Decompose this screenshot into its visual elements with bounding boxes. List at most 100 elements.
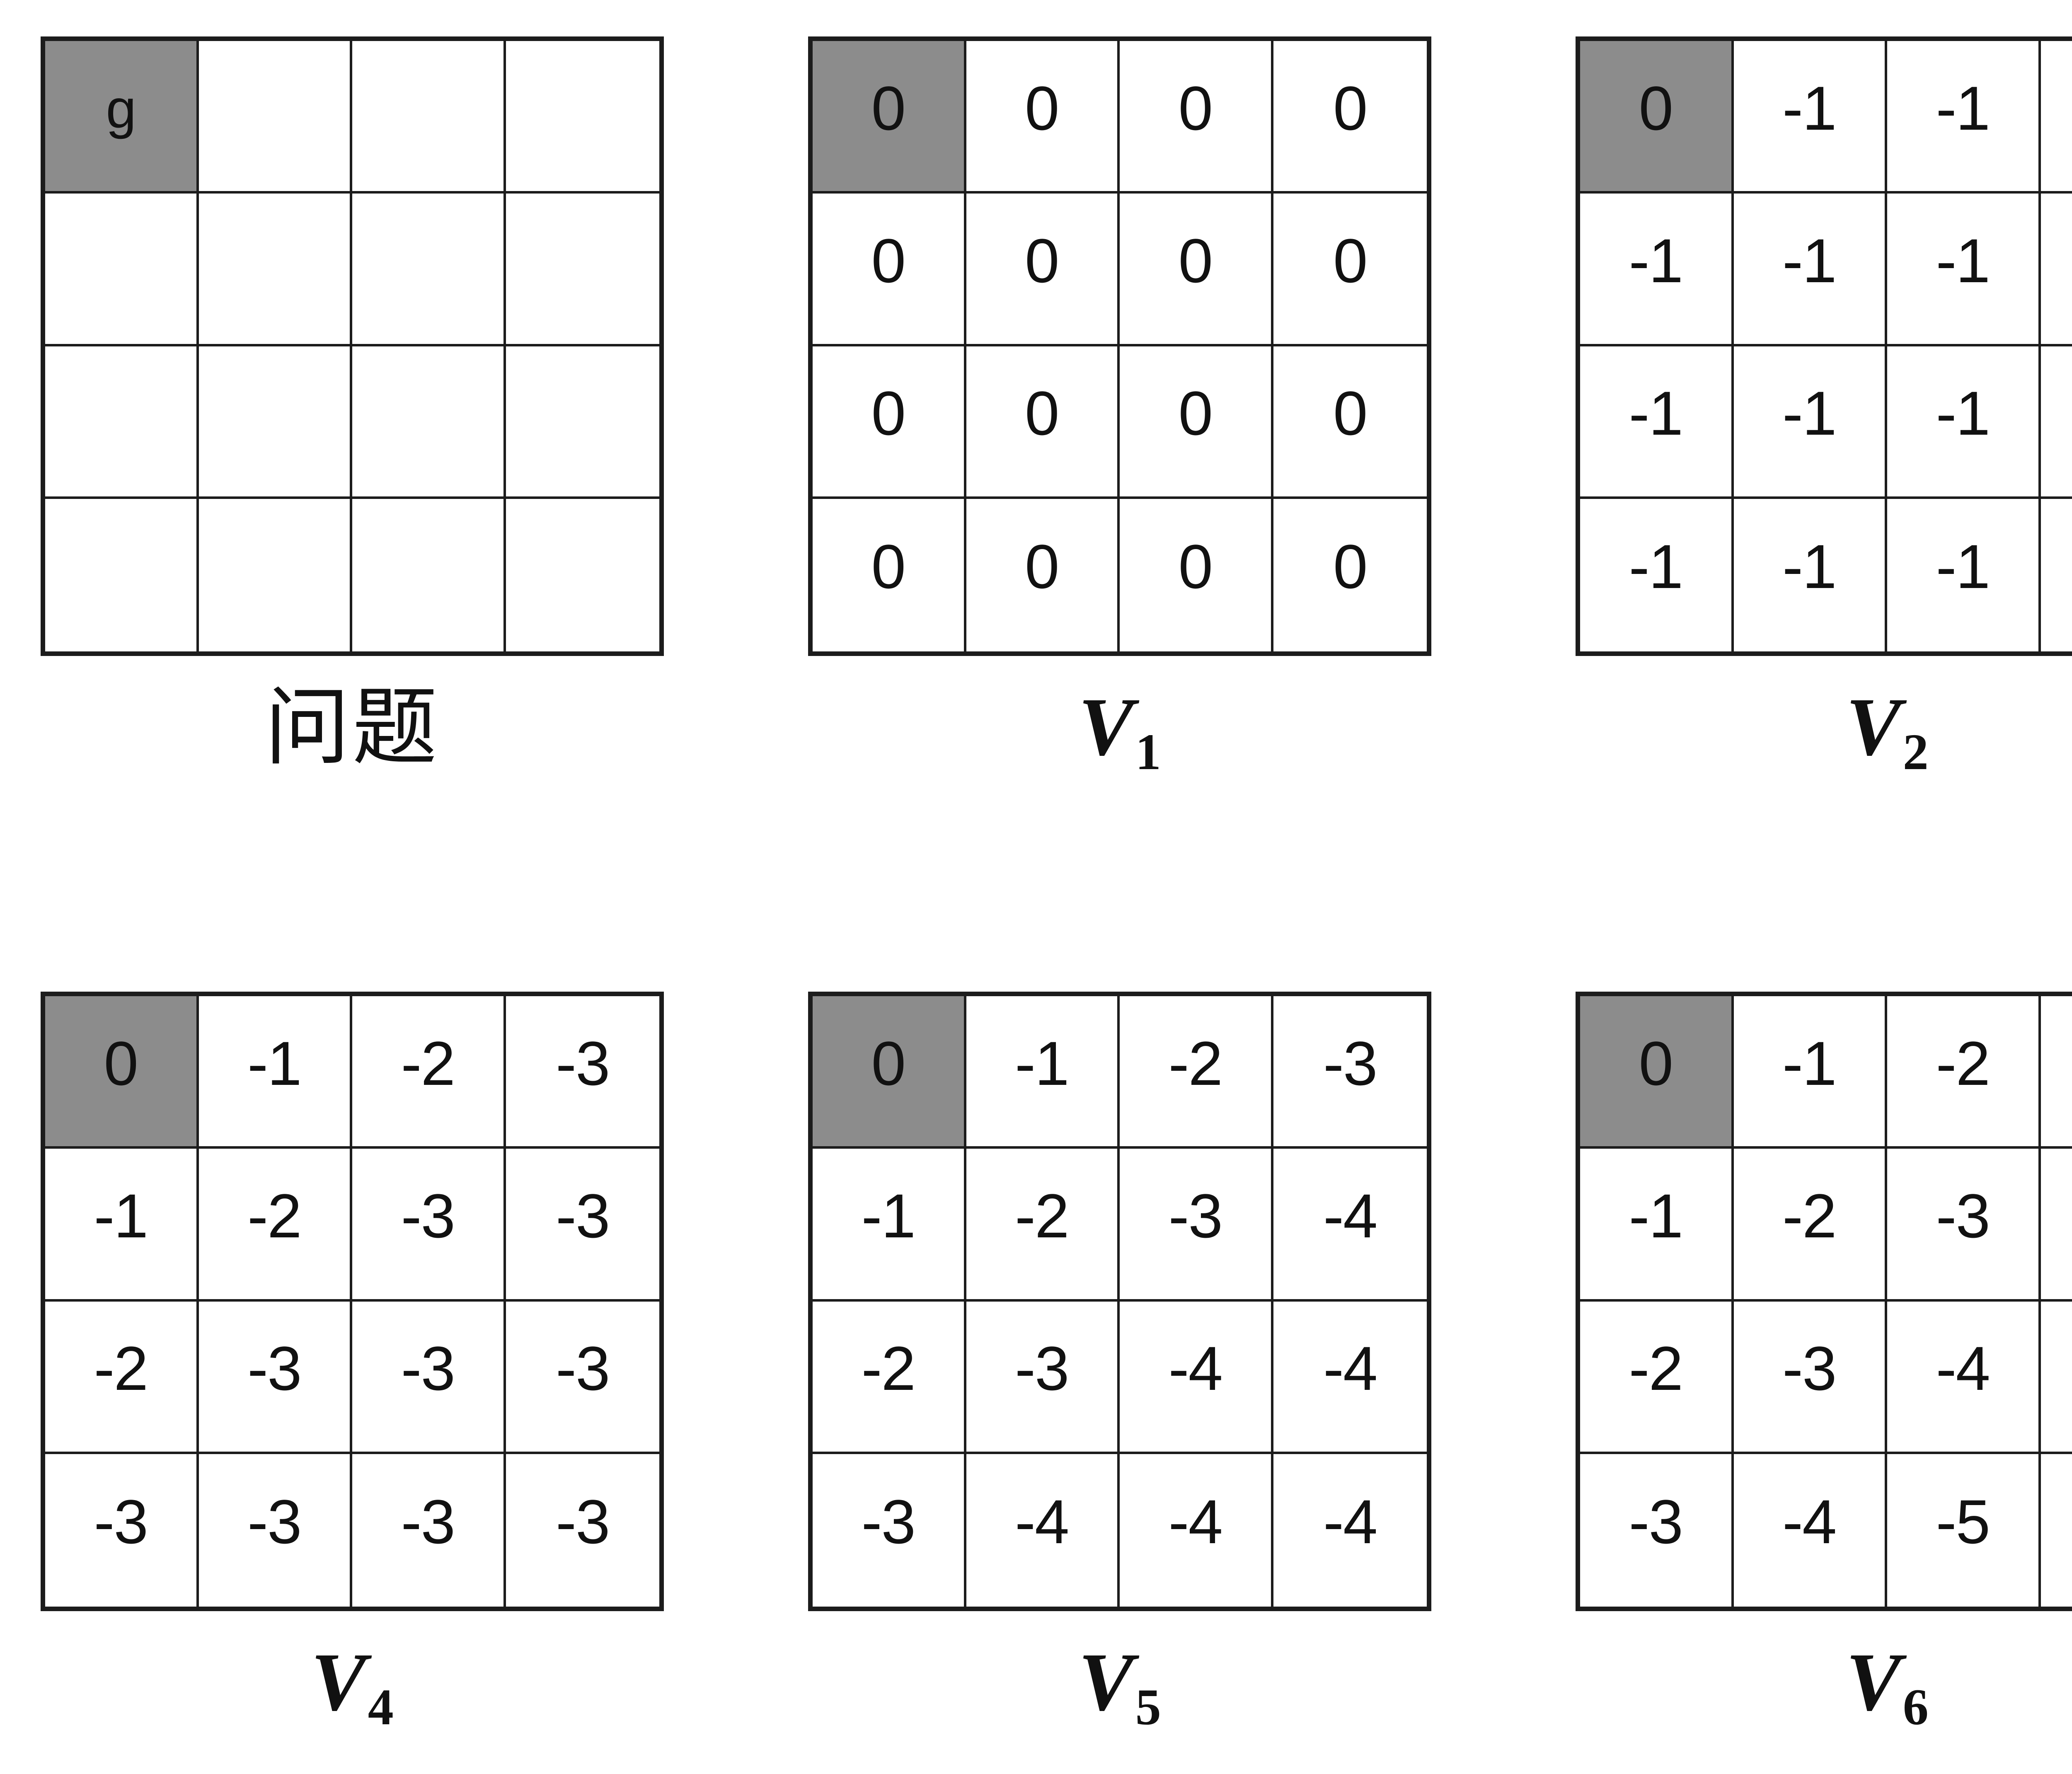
panel-caption: 问题	[265, 681, 440, 775]
value-grid: 0-1-2-3-1-2-3-4-2-3-4-4-3-4-4-4	[808, 992, 1431, 1611]
grid-panel-7: 0-1-2-3-1-2-3-4-2-3-4-5-3-4-5-5V6	[1576, 992, 2072, 1733]
grid-cell: -3	[506, 996, 659, 1149]
grid-cell	[506, 346, 659, 499]
grid-cell: -3	[2041, 996, 2072, 1149]
grid-cell: -1	[1887, 346, 2041, 499]
cell-value: -4	[1168, 1487, 1223, 1557]
caption-symbol: V	[1078, 681, 1134, 773]
cell-value: 0	[1178, 226, 1213, 296]
grid-cell: -4	[1887, 1301, 2041, 1454]
grid-cell	[506, 194, 659, 346]
grid-cell: -1	[1733, 41, 1887, 194]
cell-value: -3	[94, 1487, 148, 1557]
cell-value: -5	[1936, 1487, 1990, 1557]
grid-cell	[352, 499, 506, 651]
cell-value: -3	[2041, 1032, 2072, 1094]
cell-value: -2	[401, 1028, 455, 1098]
grid-cell: -1	[1733, 194, 1887, 346]
cell-value: -2	[1782, 1181, 1837, 1251]
cell-value: -1	[1936, 226, 1990, 296]
grid-cell: -4	[1733, 1454, 1887, 1607]
grid-cell: 0	[1120, 41, 1273, 194]
grid-cell: -1	[45, 1149, 199, 1302]
grid-cell: 0	[45, 996, 199, 1149]
grid-cell	[45, 194, 199, 346]
caption-symbol: V	[311, 1636, 366, 1728]
cell-value: -1	[2041, 382, 2072, 444]
caption-symbol: V	[1078, 1636, 1134, 1728]
grid-cell: 0	[966, 41, 1120, 194]
grid-cell: -4	[966, 1454, 1120, 1607]
grid-cell: -2	[1733, 1149, 1887, 1302]
cell-value: -1	[1629, 532, 1683, 602]
cell-value: -1	[1782, 226, 1837, 296]
cell-value: -1	[1782, 532, 1837, 602]
cell-value: 0	[871, 73, 906, 143]
grid-cell: -2	[966, 1149, 1120, 1302]
panel-caption: V6	[1576, 1641, 2072, 1733]
cell-value: -3	[247, 1334, 302, 1404]
cell-value: 0	[1025, 73, 1059, 143]
grid-cell: -1	[1580, 346, 1734, 499]
grid-cell: -3	[198, 1301, 352, 1454]
caption-subscript: 1	[1135, 723, 1161, 780]
cell-value: -3	[247, 1487, 302, 1557]
grid-cell: -1	[2041, 194, 2072, 346]
cell-value: 0	[1025, 532, 1059, 602]
grid-cell: -4	[1273, 1454, 1427, 1607]
cell-value: -3	[556, 1487, 610, 1557]
grid-cell: -3	[352, 1149, 506, 1302]
cell-value: -1	[1936, 532, 1990, 602]
cell-value: -2	[94, 1334, 148, 1404]
cell-value: -1	[1936, 378, 1990, 448]
grid-cell: 0	[966, 346, 1120, 499]
cell-value: -5	[2041, 1491, 2072, 1553]
cell-value: 0	[1333, 532, 1368, 602]
cell-value: -2	[1629, 1334, 1683, 1404]
value-grid: 0 -1 -2 -3 -1 -2 -3 -3 -2 -3 -3 -3 -3 -3 -3 -3	[41, 992, 664, 1611]
caption-subscript: 4	[368, 1678, 394, 1735]
grid-cell: 0	[966, 194, 1120, 346]
cell-value: -4	[1323, 1181, 1377, 1251]
grid-cell: -3	[352, 1454, 506, 1607]
grid-cell: 0	[1273, 499, 1427, 651]
grid-cell: -1	[1580, 499, 1734, 651]
grid-cell: 0	[1580, 41, 1734, 194]
cell-value: -2	[247, 1181, 302, 1251]
grid-cell: -3	[1120, 1149, 1273, 1302]
grid-cell: -3	[506, 1149, 659, 1302]
grid-cell: 0	[813, 194, 966, 346]
cell-value: -1	[247, 1028, 302, 1098]
grid-cell: -1	[1580, 194, 1734, 346]
grid-cell: -1	[2041, 499, 2072, 651]
cell-value: -3	[401, 1334, 455, 1404]
cell-value: -3	[556, 1334, 610, 1404]
grid-cell: 0	[1580, 996, 1734, 1149]
cell-value: -1	[94, 1181, 148, 1251]
cell-value: -2	[1936, 1028, 1990, 1098]
caption-symbol: V	[1846, 681, 1901, 773]
cell-value: -1	[1782, 1028, 1837, 1098]
value-grid: 0-1-1-1-1-1-1-1-1-1-1-1-1-1-1-1	[1576, 36, 2072, 656]
grid-cell: -3	[506, 1301, 659, 1454]
cell-value: -1	[1015, 1028, 1069, 1098]
grid-cell: -4	[2041, 1149, 2072, 1302]
grid-cell: -4	[1120, 1454, 1273, 1607]
cell-value: -3	[556, 1181, 610, 1251]
grid-cell: -3	[45, 1454, 199, 1607]
panel-caption: V5	[808, 1641, 1431, 1733]
cell-value: 0	[1025, 378, 1059, 448]
grid-cell: -3	[966, 1301, 1120, 1454]
grid-cell: -2	[1120, 996, 1273, 1149]
panel-caption: V2	[1576, 686, 2072, 778]
cell-value: -3	[401, 1181, 455, 1251]
grid-cell: -4	[1273, 1301, 1427, 1454]
grid-panel-3: 0-1-1-1-1-1-1-1-1-1-1-1-1-1-1-1V2	[1576, 36, 2072, 778]
cell-value: -1	[1782, 378, 1837, 448]
grid-cell: -1	[1733, 499, 1887, 651]
grid-cell: -3	[1887, 1149, 2041, 1302]
cell-value: -1	[1782, 73, 1837, 143]
